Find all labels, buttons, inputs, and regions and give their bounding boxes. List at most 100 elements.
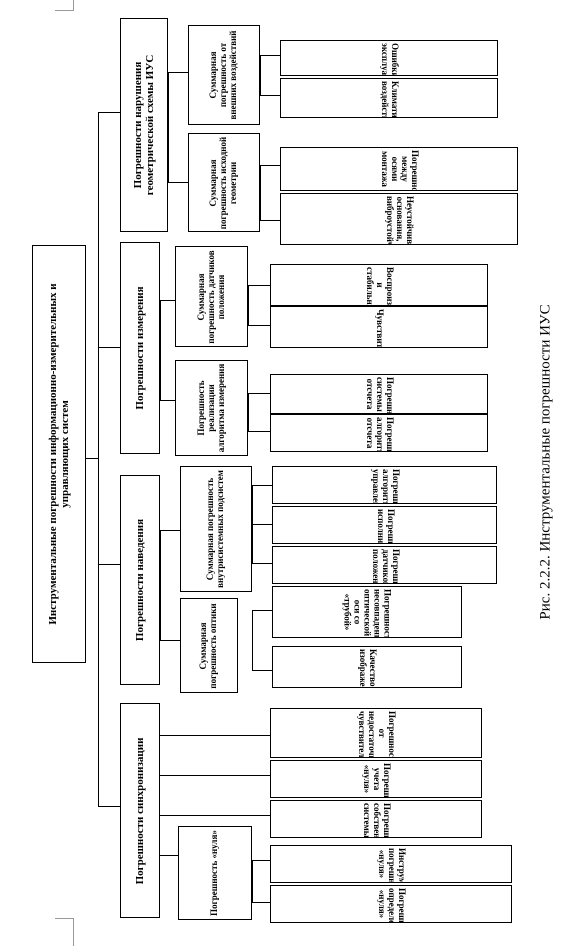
leaf-insufficient-sensitivity: Погрешность от недостаточной чувствитель… (270, 708, 482, 758)
connector (252, 485, 272, 486)
connector (160, 300, 175, 301)
connector (160, 640, 180, 641)
figure-caption: Рис. 2.2.2. Инструментальные погрешности… (537, 304, 554, 620)
leaf-label: Климатические воздействия (380, 81, 400, 118)
connector (160, 735, 270, 736)
leaf-label: Воспроизводимость и стабильность (365, 267, 395, 306)
connector (98, 564, 120, 565)
subgroup-label: Суммарная погрешность от внешних воздейс… (208, 30, 238, 120)
leaf-label: Погрешность системы отсчета (365, 377, 395, 414)
root-label: Инструментальные погрешности информацион… (46, 283, 71, 625)
connector (160, 775, 270, 776)
connector (168, 182, 188, 183)
connector (98, 112, 99, 806)
leaf-sensitivity: Чувствительность (270, 306, 488, 348)
leaf-image-quality: Качество изображения (272, 646, 462, 688)
connector (98, 806, 120, 807)
connector (252, 860, 253, 902)
leaf-operation-errors: Ошибки эксплуатации (280, 40, 498, 76)
connector (252, 902, 270, 903)
leaf-reading-algorithm: Погрешность алгоритма отсчета (270, 414, 488, 452)
corner-mark-bottom (55, 918, 74, 946)
leaf-between-channels: Погрешность между осями монтажа (280, 147, 518, 191)
leaf-label: Погрешность определения «нуля» (377, 888, 407, 923)
subgroup-label: Суммарная погрешность датчиков положения (195, 249, 226, 344)
leaf-own-system: Погрешность собственной системы (270, 800, 482, 838)
leaf-null-accounting: Погрешность учета «нуля» (270, 760, 482, 798)
connector (260, 220, 280, 221)
leaf-label: Ошибки эксплуатации (380, 43, 400, 76)
connector (168, 72, 188, 73)
leaf-label: Качество изображения (358, 649, 378, 688)
connector (248, 393, 249, 431)
subgroup-label: Суммарная погрешность оптики (198, 602, 218, 689)
group-aiming: Погрешности наведения (120, 475, 160, 685)
leaf-control-algorithm: Погрешность алгоритма управления (272, 466, 497, 504)
group-label: Погрешности наведения (133, 518, 146, 642)
subgroup-sync-null: Погрешность «нуля» (178, 826, 252, 920)
group-measurement: Погрешности измерения (120, 242, 160, 454)
leaf-reproducibility: Воспроизводимость и стабильность (270, 264, 488, 306)
connector (160, 530, 161, 640)
leaf-label: Погрешность исполнительных (375, 509, 396, 544)
connector (98, 347, 120, 348)
subgroup-aim-internal: Суммарная погрешность внутрисистемных по… (180, 466, 252, 592)
leaf-label: Погрешность от недостаточной чувствитель… (357, 711, 397, 758)
connector (248, 285, 270, 286)
connector (248, 431, 270, 432)
subgroup-aim-optics: Суммарная погрешность оптики (180, 598, 238, 693)
group-label: Погрешности измерения (133, 286, 146, 410)
corner-mark-top (55, 0, 74, 11)
leaf-label: Погрешность учета «нуля» (362, 763, 392, 798)
leaf-label: Инструментальная погрешность «нуля» (377, 848, 407, 883)
leaf-label: Погрешность несовпадения оптической оси … (343, 589, 393, 638)
subgroup-meas-algorithm: Погрешность реализации алгоритма измерен… (175, 360, 248, 456)
connector (260, 95, 280, 96)
connector (248, 325, 270, 326)
leaf-axis-mismatch: Погрешность несовпадения оптической оси … (272, 586, 462, 638)
subgroup-label: Погрешность реализации алгоритма измерен… (195, 363, 226, 453)
connector (168, 72, 169, 182)
connector (252, 610, 272, 611)
leaf-climate: Климатические воздействия (280, 78, 498, 118)
connector (252, 524, 272, 525)
connector (160, 855, 178, 856)
connector (260, 55, 261, 95)
root-node: Инструментальные погрешности информацион… (32, 245, 86, 663)
connector (252, 610, 253, 670)
subgroup-geom-external: Суммарная погрешность от внешних воздейс… (188, 25, 260, 125)
connector (260, 165, 280, 166)
group-label: Погрешности нарушения геометрической схе… (131, 54, 156, 196)
connector (252, 563, 272, 564)
connector (248, 285, 249, 325)
subgroup-label: Суммарная погрешность исходной геометрии (208, 136, 238, 229)
connector (160, 400, 175, 401)
subgroup-meas-position: Суммарная погрешность датчиков положения (175, 246, 248, 347)
connector (160, 815, 270, 816)
leaf-instrumental-null: Инструментальная погрешность «нуля» (270, 845, 512, 883)
subgroup-label: Суммарная погрешность внутрисистемных по… (205, 470, 225, 588)
connector (252, 860, 270, 861)
group-geometry: Погрешности нарушения геометрической схе… (120, 18, 168, 232)
connector (160, 300, 161, 400)
leaf-label: Неустойчивость основания, виброустойчиво… (385, 196, 415, 245)
leaf-null-definition: Погрешность определения «нуля» (270, 885, 512, 923)
subgroup-label: Погрешность «нуля» (209, 830, 220, 916)
leaf-label: Погрешность между осями монтажа (380, 150, 420, 191)
leaf-executives: Погрешность исполнительных (272, 506, 497, 544)
connector (86, 458, 98, 459)
leaf-label: Погрешность собственной системы (362, 803, 392, 838)
connector (160, 530, 180, 531)
connector (252, 670, 272, 671)
leaf-instability: Неустойчивость основания, виброустойчиво… (280, 193, 518, 245)
connector (98, 112, 120, 113)
leaf-label: Погрешность алгоритма отсчета (365, 417, 395, 452)
leaf-position-sensors: Погрешность датчиков положения (272, 546, 497, 584)
group-sync: Погрешности синхронизации (120, 703, 160, 918)
leaf-reference-system: Погрешность системы отсчета (270, 374, 488, 414)
connector (248, 393, 270, 394)
subgroup-geom-initial: Суммарная погрешность исходной геометрии (188, 133, 260, 232)
group-label: Погрешности синхронизации (133, 737, 146, 884)
leaf-label: Погрешность алгоритма управления (370, 469, 401, 504)
